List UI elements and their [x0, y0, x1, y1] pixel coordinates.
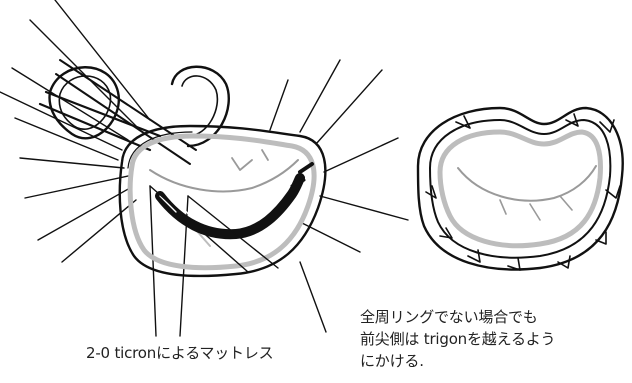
ring-caption-line-3: にかける. [360, 351, 555, 373]
right-ring-illustration [418, 108, 623, 270]
ring-caption-line-2: 前尖側は trigonを越えるよう [360, 329, 555, 351]
ring-caption: 全周リングでない場合でも 前尖側は trigonを越えるよう にかける. [360, 307, 555, 373]
right-ring-fibrosa [440, 132, 600, 246]
left-valve-illustration [0, 0, 408, 336]
ring-segment-black [160, 164, 312, 234]
annuloplasty-ring [40, 60, 229, 164]
suture-lines-upper-left [0, 0, 150, 262]
suture-lines-right [150, 60, 408, 336]
right-coaptation-line [458, 166, 596, 201]
ring-caption-line-1: 全周リングでない場合でも [360, 307, 555, 329]
suture-caption: 2-0 ticronによるマットレス [86, 343, 273, 363]
